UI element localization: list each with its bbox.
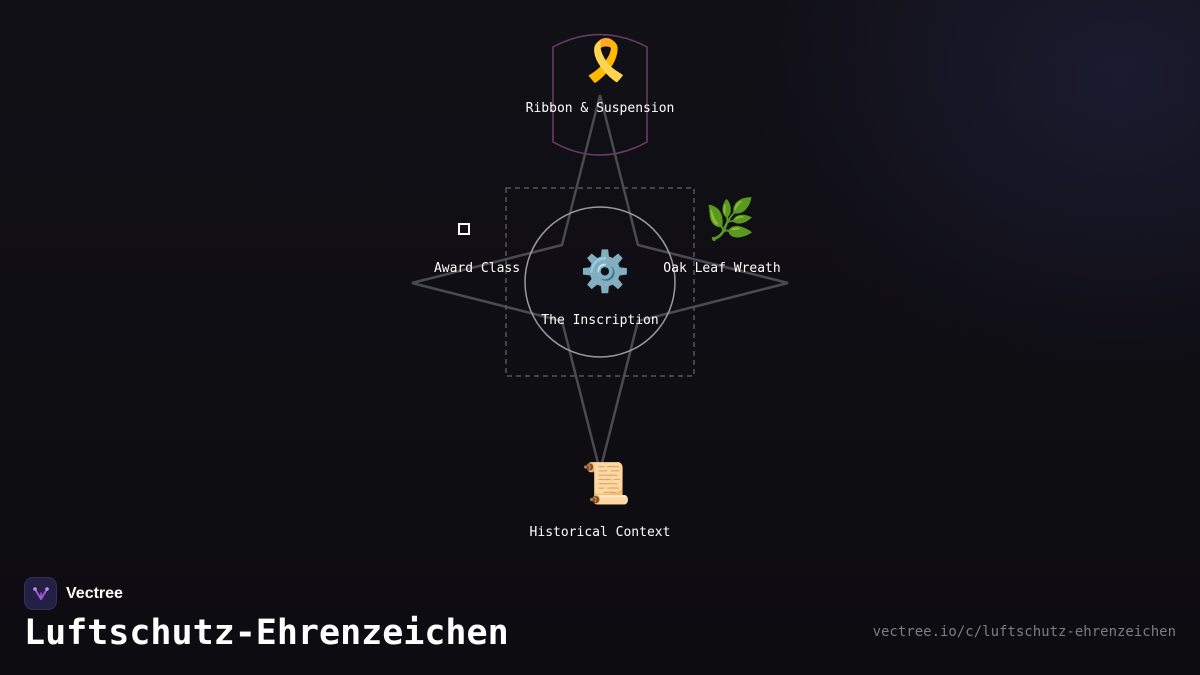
node-ribbon-suspension[interactable]: 🎗️	[506, 37, 706, 85]
node-label-award-class: Award Class	[433, 261, 521, 276]
page-title: Luftschutz-Ehrenzeichen	[24, 613, 509, 653]
center-circle	[524, 206, 676, 358]
scroll-icon: 📜	[581, 461, 631, 507]
star-outline	[411, 94, 789, 472]
node-label-ribbon-suspension: Ribbon & Suspension	[525, 101, 675, 116]
node-award-class[interactable]	[364, 203, 564, 251]
top-shield-outline	[552, 33, 648, 156]
node-inscription[interactable]: ⚙️	[505, 248, 705, 296]
center-dashed-box	[505, 187, 695, 377]
node-inscription-text: The Inscription	[500, 303, 700, 329]
node-oak-leaf-wreath-text: Oak Leaf Wreath	[622, 251, 822, 277]
node-label-inscription: The Inscription	[541, 313, 659, 328]
node-historical-context[interactable]: 📜	[506, 460, 706, 508]
node-label-oak-leaf-wreath: Oak Leaf Wreath	[663, 261, 781, 276]
square-icon	[364, 203, 564, 251]
herb-leaf-icon: 🌿	[705, 197, 755, 243]
node-oak-leaf-wreath[interactable]: 🌿	[630, 196, 830, 244]
gear-icon: ⚙️	[580, 249, 630, 295]
node-award-class-text: Award Class	[377, 251, 577, 277]
node-ribbon-suspension-text: Ribbon & Suspension	[500, 91, 700, 117]
node-label-historical-context: Historical Context	[529, 525, 671, 540]
brand-name: Vectree	[66, 584, 123, 602]
vectree-logo-icon	[24, 577, 57, 610]
brand[interactable]: Vectree	[24, 577, 123, 610]
node-historical-context-text: Historical Context	[500, 515, 700, 541]
ribbon-icon: 🎗️	[581, 38, 631, 84]
page-url[interactable]: vectree.io/c/luftschutz-ehrenzeichen	[872, 624, 1176, 640]
